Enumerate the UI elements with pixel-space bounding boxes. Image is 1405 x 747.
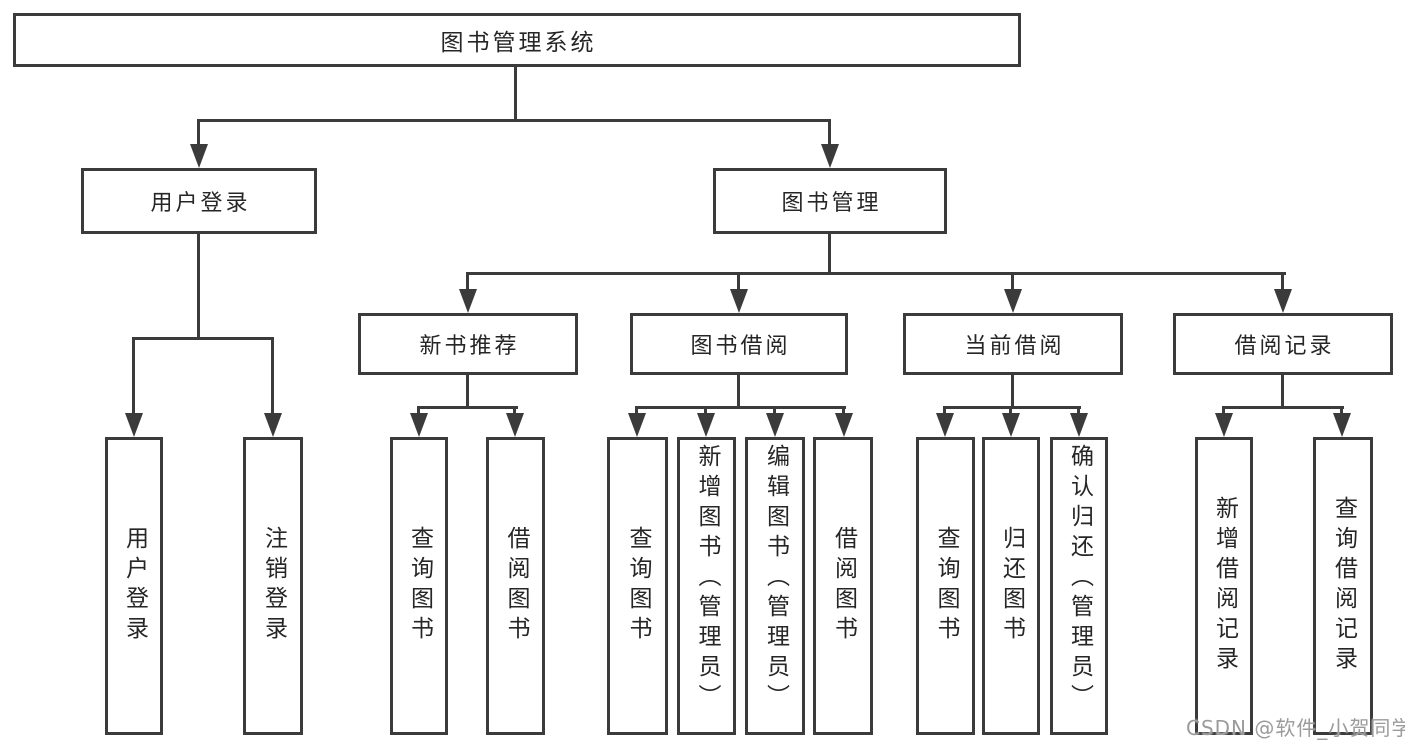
arrow-down-icon: [506, 413, 524, 437]
leaf-confirm-return-admin: 确认归还（管理员）: [1050, 437, 1108, 735]
leaf-edit-book-admin: 编辑图书（管理员）: [745, 437, 805, 735]
arrow-down-icon: [459, 289, 477, 313]
arrow-down-icon: [1002, 413, 1020, 437]
connector-user-login-drop: [197, 233, 200, 340]
node-label: 用户登录: [121, 526, 148, 646]
arrow-down-icon: [125, 413, 143, 437]
node-user-login: 用户登录: [81, 168, 317, 234]
node-label: 图书管理: [781, 191, 882, 216]
connector-user-login-hline: [132, 337, 274, 340]
leaf-logout-login: 注销登录: [243, 437, 303, 735]
connector-leaf-stem: [842, 406, 845, 416]
connector-level3-stem: [1011, 272, 1014, 292]
arrow-down-icon: [264, 413, 282, 437]
connector-leaf-stem: [417, 406, 420, 416]
leaf-borrow-books-borrowing: 借阅图书: [813, 437, 873, 735]
connector-leaf-stem: [704, 406, 707, 416]
connector-recommend-hline: [417, 406, 518, 409]
arrow-down-icon: [1274, 289, 1292, 313]
leaf-query-books-current: 查询图书: [916, 437, 975, 735]
node-library-management-system: 图书管理系统: [13, 13, 1021, 67]
node-label: 新增图书（管理员）: [694, 444, 720, 714]
node-new-book-recommend: 新书推荐: [358, 313, 578, 375]
leaf-user-login: 用户登录: [105, 437, 163, 735]
connector-recommend-drop: [466, 375, 469, 409]
arrow-down-icon: [1070, 413, 1088, 437]
connector-leaf-stem: [1222, 406, 1225, 416]
leaf-query-books-recommend: 查询图书: [390, 437, 448, 735]
node-label: 注销登录: [260, 526, 287, 646]
node-borrowing-records: 借阅记录: [1173, 313, 1393, 375]
csdn-watermark: CSDN @软件_小贺同学: [1186, 716, 1405, 740]
leaf-borrow-books-recommend: 借阅图书: [486, 437, 545, 735]
connector-borrowing-hline: [635, 406, 846, 409]
arrow-down-icon: [766, 413, 784, 437]
leaf-add-book-admin: 新增图书（管理员）: [677, 437, 736, 735]
leaf-add-borrow-record: 新增借阅记录: [1195, 437, 1253, 735]
arrow-down-icon: [697, 413, 715, 437]
node-book-borrowing: 图书借阅: [630, 313, 848, 375]
node-label: 借阅图书: [503, 526, 529, 646]
connector-root-stem: [514, 66, 517, 122]
connector-user-login-stem: [197, 119, 200, 148]
connector-current-hline: [943, 406, 1081, 409]
node-label: 查询图书: [625, 526, 651, 646]
arrow-down-icon: [1333, 413, 1351, 437]
node-label: 借阅图书: [830, 526, 857, 646]
connector-book-management-stem: [828, 119, 831, 148]
connector-level3-stem: [466, 272, 469, 292]
connector-leaf-stem: [1009, 406, 1012, 416]
connector-book-management-drop: [828, 233, 831, 275]
arrow-down-icon: [936, 413, 954, 437]
connector-records-hline: [1222, 406, 1344, 409]
leaf-query-borrow-record: 查询借阅记录: [1313, 437, 1373, 735]
node-label: 图书管理系统: [440, 30, 597, 56]
connector-leaf-stem: [773, 406, 776, 416]
node-label: 查询图书: [933, 526, 959, 646]
node-current-borrowing: 当前借阅: [903, 313, 1123, 375]
node-label: 编辑图书（管理员）: [762, 444, 789, 714]
arrow-down-icon: [1004, 289, 1022, 313]
node-label: 归还图书: [998, 526, 1025, 646]
arrow-down-icon: [190, 144, 208, 168]
connector-level3-stem: [1281, 272, 1284, 292]
connector-level3-stem: [737, 272, 740, 292]
connector-leaf-stem: [1340, 406, 1343, 416]
connector-borrowing-drop: [737, 375, 740, 409]
arrow-down-icon: [628, 413, 646, 437]
connector-leaf-stem: [132, 337, 135, 416]
connector-current-drop: [1011, 375, 1014, 409]
node-label: 用户登录: [150, 191, 251, 216]
arrow-down-icon: [1215, 413, 1233, 437]
connector-leaf-stem: [271, 337, 274, 416]
connector-leaf-stem: [1077, 406, 1080, 416]
leaf-return-books: 归还图书: [982, 437, 1040, 735]
arrow-down-icon: [730, 289, 748, 313]
connector-level3-hline: [466, 272, 1286, 275]
node-label: 新书推荐: [419, 334, 520, 359]
connector-leaf-stem: [513, 406, 516, 416]
connector-leaf-stem: [943, 406, 946, 416]
connector-leaf-stem: [635, 406, 638, 416]
arrow-down-icon: [821, 144, 839, 168]
node-label: 借阅记录: [1234, 334, 1335, 359]
node-book-management: 图书管理: [713, 168, 947, 234]
arrow-down-icon: [410, 413, 428, 437]
arrow-down-icon: [835, 413, 853, 437]
node-label: 当前借阅: [964, 334, 1065, 359]
node-label: 新增借阅记录: [1211, 496, 1238, 676]
node-label: 查询图书: [406, 526, 433, 646]
connector-level2-hline: [197, 119, 831, 122]
leaf-query-books-borrowing: 查询图书: [607, 437, 668, 735]
node-label: 查询借阅记录: [1330, 496, 1357, 676]
node-label: 确认归还（管理员）: [1066, 444, 1093, 714]
connector-records-drop: [1281, 375, 1284, 409]
node-label: 图书借阅: [690, 334, 791, 359]
